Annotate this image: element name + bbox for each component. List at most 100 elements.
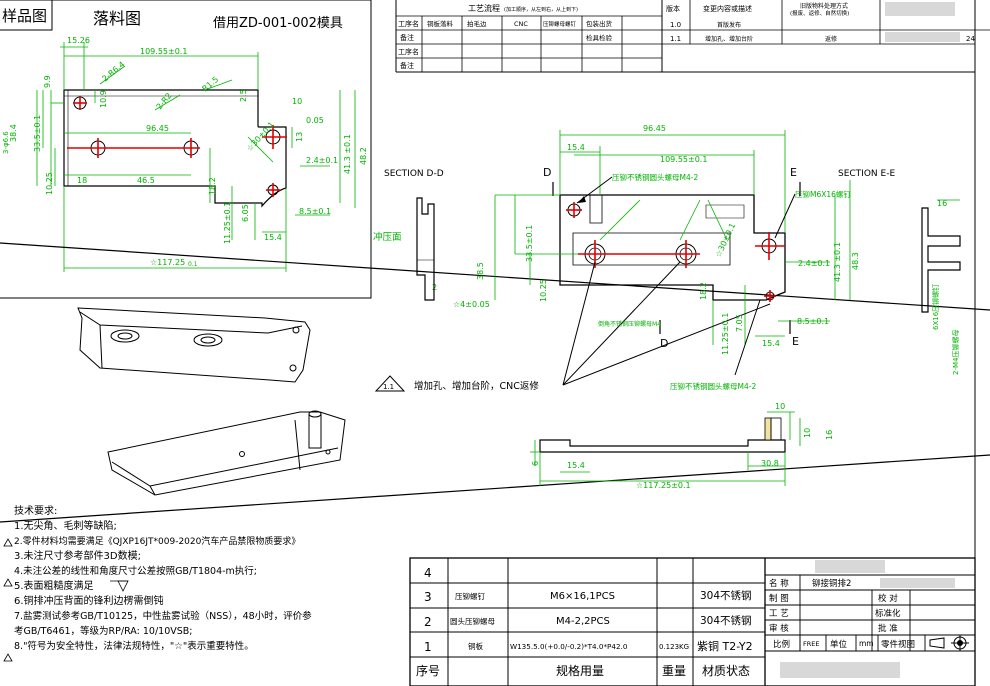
req-item-8: 8."符号为安全特性，法律法规特性，"☆"表示重要特性。 bbox=[14, 640, 254, 652]
step-pack: 包装出货 bbox=[586, 19, 613, 28]
side-dim-h6: 6 bbox=[531, 461, 540, 466]
side-dim-w30-8: 30.8 bbox=[761, 459, 779, 468]
sample-drawing: 样品图 落料图 借用ZD-001-002模具 bbox=[0, 0, 372, 299]
change-header: 变更内容或描述 bbox=[703, 4, 752, 13]
main-dim-t4: ☆4±0.05 bbox=[453, 300, 490, 309]
sample-dim-overall-width: 109.55±0.1 bbox=[140, 47, 187, 56]
blurred-cell bbox=[880, 578, 955, 588]
sample-dim-h2-5: 2.5 bbox=[239, 89, 248, 102]
main-centerlines bbox=[566, 202, 785, 302]
side-dim-w15-4: 15.4 bbox=[567, 461, 585, 470]
revision-note: 1.1 增加孔、增加台阶，CNC返修 bbox=[374, 375, 539, 392]
main-dim-h41-3: 41.3 ±0.1 bbox=[833, 242, 842, 282]
sample-dim-h8-5: 8.5±0.1 bbox=[299, 207, 331, 216]
bom-material-3: 304不锈钢 bbox=[700, 589, 752, 602]
callout-back: 倒角不锈钢压铆螺母M4 bbox=[598, 320, 661, 328]
view-label-e-top: E bbox=[790, 166, 797, 179]
req-item-4: 4.未注公差的线性和角度尺寸公差按照GB/T1804-m执行; bbox=[14, 565, 257, 577]
old-handling-note: (报废、返修、自然切换) bbox=[790, 9, 849, 17]
handling-1-1: 返修 bbox=[825, 35, 837, 43]
req-item-3: 3.未注尺寸参考部件3D数模; bbox=[14, 549, 141, 562]
main-dim-h11-25: 11.25±0.1 bbox=[721, 313, 730, 355]
requirements: 技术要求: 1.无尖角、毛刺等缺陷; 2.零件材料均需要满足《QJXP16JT*… bbox=[3, 504, 312, 662]
bom-spec-3: M6×16,1PCS bbox=[550, 591, 615, 602]
section-ee-profile bbox=[921, 207, 961, 313]
main-dim-h8-5: 8.5±0.1 bbox=[797, 317, 829, 326]
main-dim-h48-3: 48.3 bbox=[851, 252, 860, 270]
callout-screw: 压铆M6X16螺钉 bbox=[795, 189, 851, 199]
sample-dim-h10-9: 10.9 bbox=[99, 90, 108, 108]
info-scale-label: 比例 bbox=[773, 639, 790, 650]
process-header: 工艺流程 bbox=[468, 3, 500, 13]
section-dd-profile bbox=[416, 197, 435, 301]
revision-text: 增加孔、增加台阶，CNC返修 bbox=[414, 380, 539, 392]
info-review-label: 审 核 bbox=[769, 623, 789, 634]
side-dim-h10b: 10 bbox=[803, 428, 812, 438]
bom-no-2: 2 bbox=[424, 615, 432, 629]
bom-header-material: 材质状态 bbox=[702, 664, 750, 678]
sample-dim-h11-25: 11.25±0.1 bbox=[223, 202, 232, 244]
req-item-7b: 考GB/T6461，等级为RP/RA: 10/10VSB; bbox=[14, 625, 192, 637]
view-label-d-bottom: D bbox=[660, 337, 668, 350]
callout-stamp: 冲压面 bbox=[373, 231, 402, 243]
isometric-views bbox=[77, 307, 346, 496]
sample-dim-h38-4: 38.4 bbox=[9, 124, 18, 142]
sample-dim-h15-4: 15.4 bbox=[264, 233, 282, 242]
change-1-1: 增加孔、增加台阶 bbox=[705, 35, 753, 43]
info-draw-label: 制 图 bbox=[769, 593, 789, 604]
version-header: 版本 bbox=[666, 4, 680, 13]
bom-table: 4 3 2 1 压铆螺钉 圆头压铆螺母 铜板 M6×16,1PCS M4-2,2… bbox=[409, 557, 976, 686]
sample-dim-h13: 13 bbox=[295, 132, 304, 142]
bom-material-2: 304不锈钢 bbox=[700, 614, 752, 627]
borrow-note: 借用ZD-001-002模具 bbox=[213, 16, 343, 31]
old-handling-header: 旧版物料处理方式 bbox=[800, 2, 848, 10]
sample-dim-h41-3: 41.3 ±0.1 bbox=[343, 134, 352, 174]
main-dim-h18-2: 18.2 bbox=[699, 282, 708, 300]
sample-dim-phi-note: 3-φ6.6 bbox=[2, 131, 10, 154]
req-item-2: 2.零件材料均需要满足《QJXP16JT*009-2020汽车产品禁限物质要求》 bbox=[14, 535, 300, 547]
notes-label-2: 备注 bbox=[400, 61, 414, 70]
main-dim-h10-25: 10.25 bbox=[539, 279, 548, 302]
sample-dim-h33-5: 33.5±0.1 bbox=[33, 115, 42, 152]
callout-nut: 压铆不锈钢圆头螺母M4-2 bbox=[612, 172, 698, 182]
sample-dim-pitch: 96.45 bbox=[146, 124, 169, 133]
side-dim-h16: 16 bbox=[825, 430, 834, 440]
bom-no-1: 1 bbox=[424, 640, 432, 654]
sample-dim-hole-left: 18 bbox=[77, 176, 87, 185]
bom-header-no: 序号 bbox=[416, 663, 440, 678]
blurred-cell bbox=[780, 662, 900, 678]
info-std-label: 标准化 bbox=[875, 608, 901, 619]
notes-label-1: 备注 bbox=[400, 33, 414, 42]
process-header-note: (加工顺序，从左到右，从上到下) bbox=[504, 6, 578, 13]
side-dim-total: ☆117.25±0.1 bbox=[636, 481, 691, 490]
info-name-label: 名 称 bbox=[769, 578, 789, 589]
sample-dim-h0-05: 0.05 bbox=[306, 116, 324, 125]
main-dim-lines bbox=[494, 130, 851, 345]
bom-spec-1: W135.5.0(+0.0/-0.2)*T4.0*P42.0 bbox=[510, 642, 628, 651]
projection-icon bbox=[929, 635, 969, 651]
process-label-1: 工序名 bbox=[398, 19, 419, 28]
sample-dim-h6-05: 6.05 bbox=[241, 204, 250, 222]
sample-title: 落料图 bbox=[93, 9, 141, 28]
sample-dim-h10-25: 10.25 bbox=[45, 172, 54, 195]
bom-name-1: 铜板 bbox=[468, 641, 483, 651]
main-dim-w15-4: 15.4 bbox=[567, 143, 585, 152]
revision-marker: 1.1 bbox=[383, 383, 394, 391]
sample-centerlines bbox=[67, 96, 287, 197]
section-line-lower bbox=[0, 454, 990, 523]
sample-dim-h18-2: 18.2 bbox=[208, 177, 217, 195]
main-dim-h7-05: 7.05 bbox=[735, 314, 744, 332]
callout-nut2: 压铆不锈钢圆头螺母M4-2 bbox=[670, 381, 756, 391]
info-check-label: 校 对 bbox=[878, 593, 898, 604]
change-1-0: 首版发布 bbox=[717, 21, 741, 29]
sample-dim-h48-2: 48.2 bbox=[359, 147, 368, 165]
bom-name-3: 压铆螺钉 bbox=[455, 591, 485, 601]
sample-dim-bottom-total: ☆117.25 bbox=[150, 258, 185, 267]
sample-dim-h9-9: 9.9 bbox=[43, 75, 52, 88]
view-label-d-top: D bbox=[543, 166, 551, 179]
info-scale-value: FREE bbox=[803, 640, 819, 648]
side-view: 15.4 30.8 ☆117.25±0.1 6 10 16 10 bbox=[530, 402, 834, 490]
sample-dim-top-offset: 15.26 bbox=[67, 36, 90, 45]
sample-tab-label: 样品图 bbox=[2, 7, 47, 25]
